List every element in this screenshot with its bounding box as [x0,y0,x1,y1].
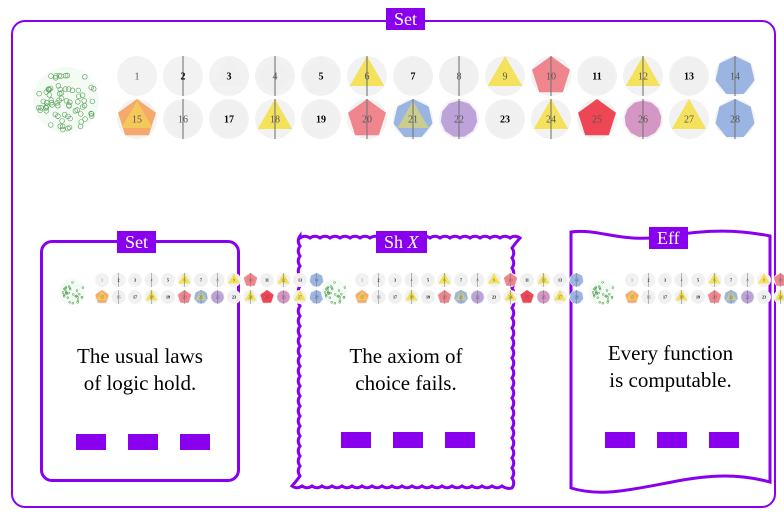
placeholder-square [76,434,106,450]
card-eff-line2: is computable. [609,368,732,392]
card-eff-line1: Every function [607,341,734,365]
set-title-tag: Set [386,8,426,30]
card-sheaf-line2: choice fails. [355,371,457,395]
card-set-line1: The usual laws [77,344,203,368]
placeholder-square [657,432,687,448]
card-sheaf-line1: The axiom of [349,344,463,368]
card-eff-squares [605,432,739,448]
card-eff-tag: Eff [649,227,688,249]
card-set-line2: of logic hold. [83,371,197,395]
placeholder-square [445,432,475,448]
placeholder-square [341,432,371,448]
card-sheaf-squares [341,432,475,448]
card-sheaf-tag-var: X [407,232,419,252]
card-sheaf: The axiom of choice fails. [300,240,512,486]
card-set-tag: Set [117,231,157,253]
card-sheaf-tag-prefix: Sh [384,232,408,252]
card-eff: Every function is computable. [571,236,770,482]
placeholder-square [709,432,739,448]
placeholder-square [128,434,158,450]
card-set-squares [76,434,210,450]
card-sheaf-tag: Sh X [376,231,427,253]
placeholder-square [393,432,423,448]
placeholder-square [605,432,635,448]
placeholder-square [180,434,210,450]
